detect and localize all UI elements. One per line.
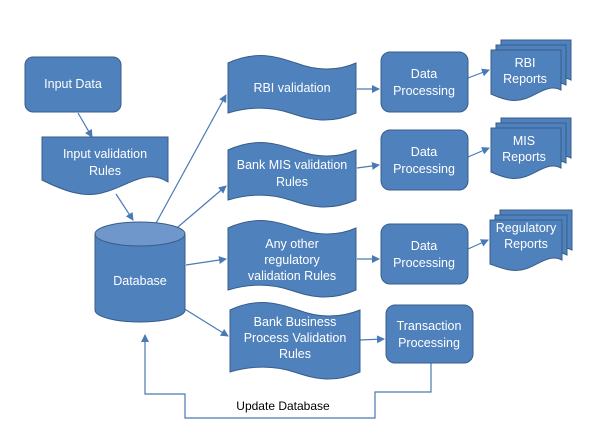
arrow-update-database	[141, 334, 432, 419]
other-regulatory-label-line-3: validation Rules	[248, 269, 336, 283]
input-data-label: Input Data	[44, 77, 102, 91]
mis-reports-label-line-2: Reports	[502, 150, 546, 164]
other-regulatory-validation-rules-tape: Any other regulatory validation Rules	[227, 220, 357, 298]
data-processing-mis-label-line-2: Processing	[393, 162, 455, 176]
regulatory-reports-documents: Regulatory Reports	[489, 209, 573, 271]
data-processing-regulatory-label-line-2: Processing	[393, 256, 455, 270]
bank-mis-validation-label-line-1: Bank MIS validation	[237, 158, 348, 172]
input-data-box: Input Data	[24, 56, 122, 113]
rbi-reports-documents: RBI Reports	[490, 39, 572, 101]
transaction-processing-label-line-2: Processing	[398, 336, 460, 350]
arrow-mis-to-processing	[356, 161, 380, 170]
data-processing-regulatory-label-line-1: Data	[411, 239, 437, 253]
arrow-processing-to-rbi-reports	[467, 68, 490, 79]
connectors	[77, 68, 490, 419]
bank-mis-validation-label-line-2: Rules	[276, 175, 308, 189]
data-processing-rbi-label-line-1: Data	[411, 67, 437, 81]
database-label: Database	[113, 274, 167, 288]
input-validation-rules-label-line-2: Rules	[89, 164, 121, 178]
bank-mis-validation-rules-tape: Bank MIS validation Rules	[227, 142, 357, 208]
input-validation-rules-label-line-1: Input validation	[63, 147, 147, 161]
bank-business-label-line-2: Process Validation	[244, 331, 347, 345]
arrow-database-to-other	[185, 256, 227, 266]
arrow-business-to-transaction	[359, 335, 385, 344]
transaction-processing-box: Transaction Processing	[385, 304, 474, 364]
arrow-validation-to-database	[115, 193, 134, 221]
arrow-input-to-validation	[77, 112, 93, 138]
other-regulatory-label-line-2: regulatory	[264, 253, 320, 267]
rbi-reports-label-line-2: Reports	[503, 72, 547, 86]
input-validation-rules-document: Input validation Rules	[41, 136, 169, 195]
regulatory-reports-label-line-2: Reports	[504, 237, 548, 251]
data-processing-mis-label-line-1: Data	[411, 145, 437, 159]
arrow-processing-to-mis-reports	[467, 147, 490, 158]
bank-business-process-validation-tape: Bank Business Process Validation Rules	[229, 302, 361, 380]
rbi-reports-label-line-1: RBI	[515, 56, 536, 70]
bank-business-label-line-1: Bank Business	[254, 315, 337, 329]
other-regulatory-label-line-1: Any other	[265, 237, 319, 251]
data-processing-rbi-label-line-2: Processing	[393, 84, 455, 98]
database-cylinder: Database	[94, 221, 186, 323]
data-processing-regulatory-box: Data Processing	[380, 223, 469, 285]
transaction-processing-label-line-1: Transaction	[397, 319, 462, 333]
data-processing-mis-box: Data Processing	[380, 129, 469, 191]
arrow-processing-to-regulatory-reports	[467, 239, 489, 250]
data-processing-rbi-box: Data Processing	[380, 51, 469, 113]
rbi-validation-label: RBI validation	[253, 81, 330, 95]
update-database-label: Update Database	[236, 399, 330, 413]
mis-reports-label-line-1: MIS	[513, 134, 535, 148]
bank-business-label-line-3: Rules	[279, 347, 311, 361]
rbi-validation-rules-tape: RBI validation	[227, 55, 357, 121]
regulatory-reports-label-line-1: Regulatory	[496, 221, 557, 235]
arrow-database-to-business	[182, 307, 229, 337]
mis-reports-documents: MIS Reports	[490, 117, 572, 179]
arrow-database-to-rbi	[154, 94, 227, 226]
